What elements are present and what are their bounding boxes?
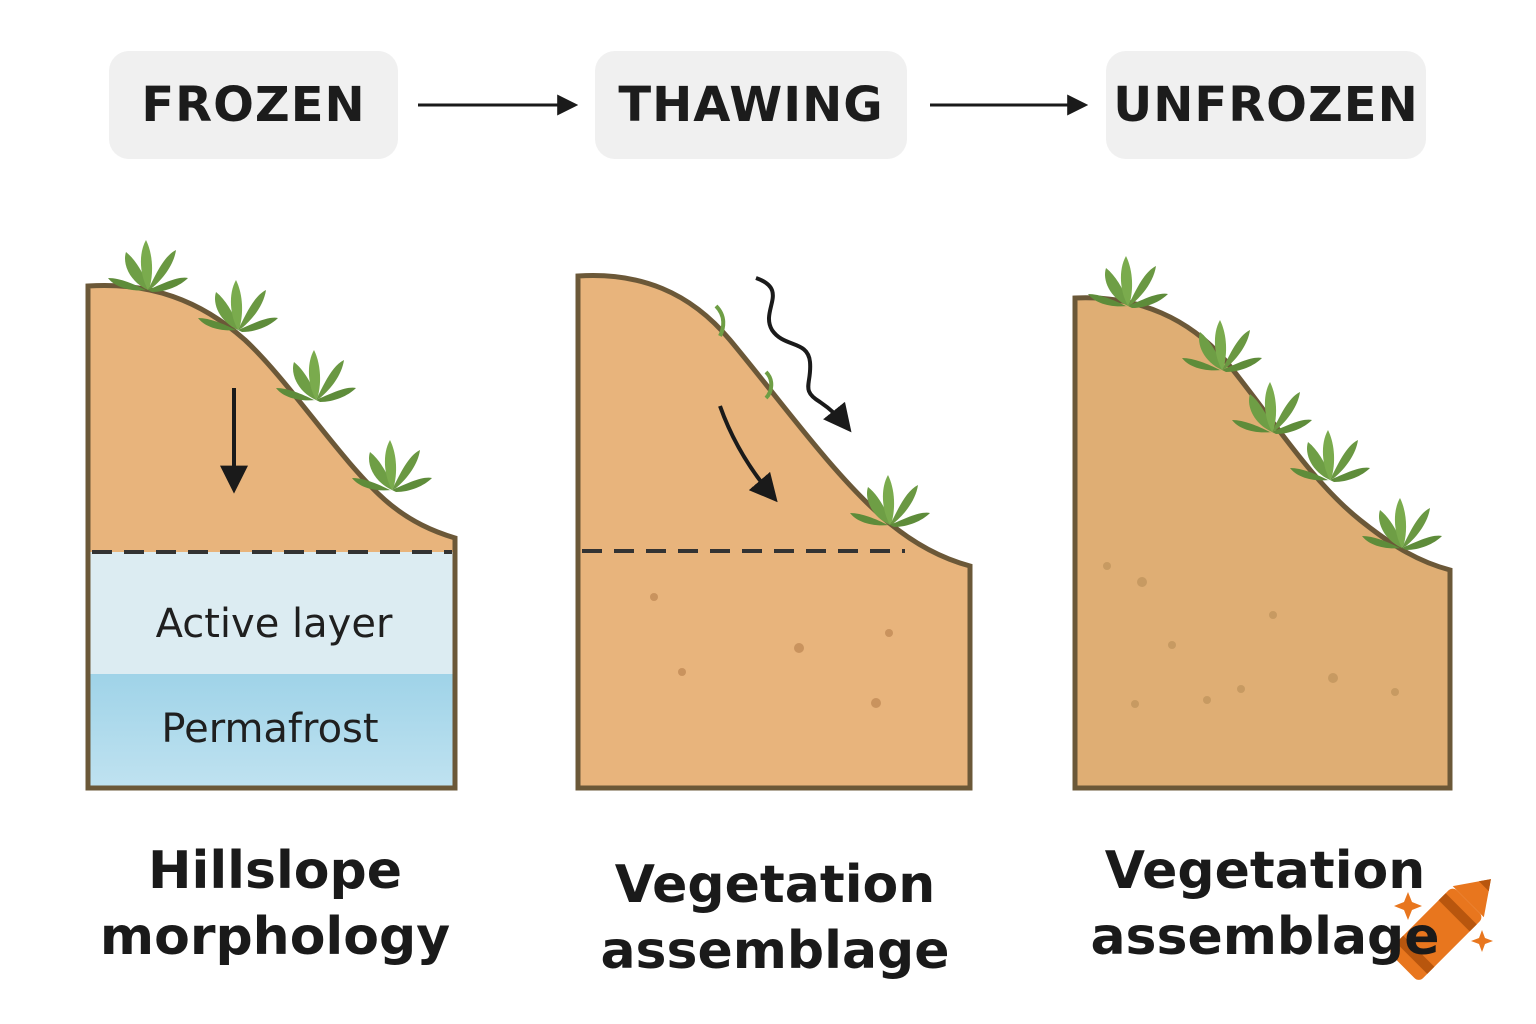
sparkle-icon [1471, 930, 1493, 952]
unfrozen-soil [1072, 295, 1453, 791]
soil-speck [650, 593, 658, 601]
caption-unfrozen-line1: Vegetation [1104, 841, 1426, 901]
permafrost-label: Permafrost [161, 706, 378, 752]
soil-speck [678, 668, 686, 676]
caption-frozen: Hillslope morphology [90, 838, 460, 970]
stage-thawing: THAWING [595, 51, 907, 159]
plant-icon [1088, 256, 1168, 308]
sprout-icon [764, 370, 774, 400]
plant-icon [108, 240, 188, 292]
stage-thawing-label: THAWING [618, 77, 884, 133]
soil-speck [1131, 700, 1139, 708]
soil-speck [1269, 611, 1277, 619]
active-layer-zone [88, 552, 455, 674]
active-layer-label: Active layer [156, 601, 393, 647]
soil-speck [1168, 641, 1176, 649]
caption-thawing-line2: assemblage [600, 921, 950, 981]
stage-frozen: FROZEN [109, 51, 398, 159]
sprout-icon [714, 304, 726, 337]
soil-speck [1103, 562, 1111, 570]
stage-unfrozen-label: UNFROZEN [1113, 77, 1419, 133]
soil-speck [871, 698, 881, 708]
caption-frozen-line2: morphology [99, 907, 451, 967]
soil-speck [1237, 685, 1245, 693]
frozen-outline [85, 282, 458, 791]
plant-icon [352, 440, 432, 492]
caption-unfrozen-line2: assemblage [1090, 907, 1440, 967]
soil-speck [885, 629, 893, 637]
soil-speck [1391, 688, 1399, 696]
soil-speck [1328, 673, 1338, 683]
plant-icon [276, 350, 356, 402]
caption-unfrozen: Vegetation assemblage [1080, 838, 1450, 970]
sparkle-icon [1394, 892, 1422, 920]
soil-speck [1137, 577, 1147, 587]
plant-icon [198, 280, 278, 332]
crayon-logo-icon [1390, 879, 1491, 980]
soil-speck [1203, 696, 1211, 704]
permafrost-zone [88, 674, 455, 786]
thawing-soil [575, 273, 973, 791]
thawing-panel [575, 273, 973, 791]
caption-thawing-line1: Vegetation [614, 855, 936, 915]
unfrozen-panel [1072, 256, 1453, 791]
soil-speck [794, 643, 804, 653]
caption-thawing: Vegetation assemblage [590, 852, 960, 984]
stage-frozen-label: FROZEN [141, 77, 366, 133]
stage-unfrozen: UNFROZEN [1106, 51, 1426, 159]
frozen-panel: Active layer Permafrost [85, 240, 458, 791]
caption-frozen-line1: Hillslope [148, 841, 402, 901]
wavy-arrow-icon [755, 276, 852, 433]
curved-arrow-icon [718, 405, 778, 503]
plant-icon [1362, 498, 1442, 550]
